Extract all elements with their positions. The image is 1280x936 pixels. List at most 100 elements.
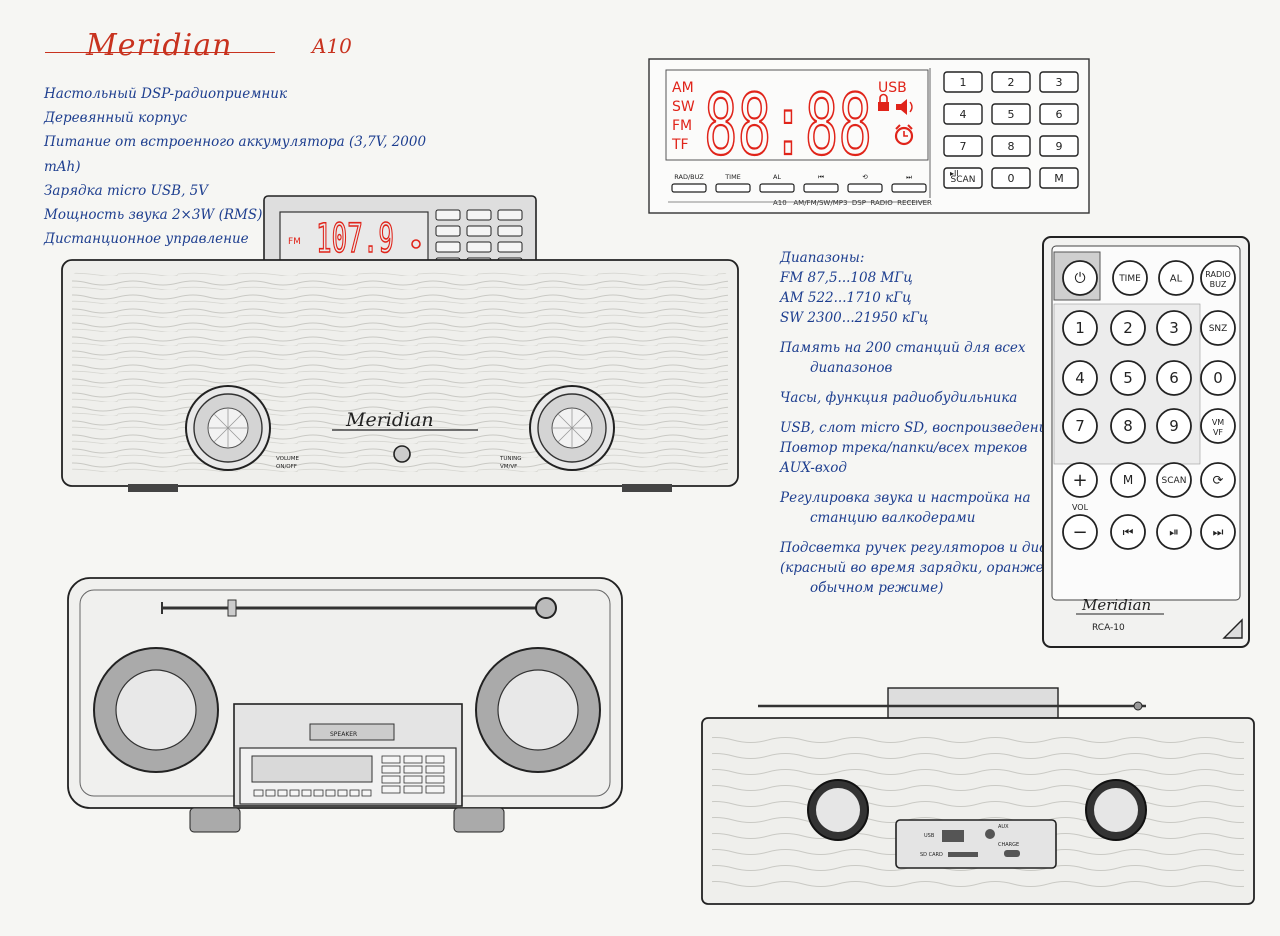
top-row-button[interactable]	[289, 789, 300, 797]
scan-button[interactable]	[1156, 462, 1192, 498]
panel-button[interactable]	[803, 183, 839, 193]
top-key[interactable]	[425, 755, 445, 764]
top-row-button[interactable]	[337, 789, 348, 797]
top-keypad	[253, 755, 445, 797]
top-row-button[interactable]	[361, 789, 372, 797]
digit-button-0[interactable]	[1200, 360, 1236, 396]
front-key[interactable]	[466, 241, 492, 253]
front-key[interactable]	[466, 225, 492, 237]
alarm-clock-icon	[894, 124, 914, 146]
top-key[interactable]	[381, 775, 401, 784]
time-button[interactable]	[1112, 260, 1148, 296]
top-row-button[interactable]	[301, 789, 312, 797]
panel-key[interactable]	[991, 167, 1031, 189]
play-pause-label: ▸II	[950, 169, 959, 178]
panel-key[interactable]	[1039, 135, 1079, 157]
charge-port	[1004, 850, 1020, 857]
top-key[interactable]	[381, 765, 401, 774]
panel-key-label: M	[1054, 172, 1064, 185]
top-key[interactable]	[403, 785, 423, 794]
panel-button[interactable]	[715, 183, 751, 193]
top-row-button[interactable]	[277, 789, 288, 797]
band-range: FM 87,5...108 МГц	[780, 270, 913, 286]
aux-port	[985, 829, 995, 839]
radio-buz-button[interactable]	[1200, 260, 1236, 296]
front-key[interactable]	[435, 241, 461, 253]
top-key[interactable]	[381, 755, 401, 764]
panel-button[interactable]	[759, 183, 795, 193]
panel-key-label: 8	[1008, 140, 1015, 153]
feature-line: USB, слот micro SD, воспроизведение MP3	[780, 420, 1092, 436]
panel-button[interactable]	[671, 183, 707, 193]
next-button[interactable]	[1200, 514, 1236, 550]
panel-key[interactable]	[943, 167, 983, 189]
panel-key[interactable]	[1039, 167, 1079, 189]
front-key[interactable]	[497, 241, 523, 253]
front-key[interactable]	[497, 209, 523, 221]
digit-button-8[interactable]	[1110, 408, 1146, 444]
top-key[interactable]	[381, 785, 401, 794]
back-top-module	[887, 687, 1059, 719]
panel-key[interactable]	[991, 135, 1031, 157]
alarm-button[interactable]	[1158, 260, 1194, 296]
play-pause-button[interactable]	[1156, 514, 1192, 550]
digit-button-3[interactable]	[1156, 310, 1192, 346]
feature-line: обычном режиме)	[810, 580, 944, 596]
previous-button[interactable]	[1110, 514, 1146, 550]
remote-corner	[1222, 618, 1243, 639]
digit-button-1[interactable]	[1062, 310, 1098, 346]
panel-key[interactable]	[943, 71, 983, 93]
top-row-button[interactable]	[253, 789, 264, 797]
digit-button-7[interactable]	[1062, 408, 1098, 444]
module-connector	[309, 723, 395, 741]
volume-down-button[interactable]	[1062, 514, 1098, 550]
front-key[interactable]	[435, 209, 461, 221]
band-label: TF	[671, 137, 689, 153]
top-key[interactable]	[425, 785, 445, 794]
digit-button-6[interactable]	[1156, 360, 1192, 396]
panel-button[interactable]	[847, 183, 883, 193]
snooze-button[interactable]	[1200, 310, 1236, 346]
feature-line: Память на 200 станций для всех	[780, 340, 1026, 356]
panel-key[interactable]	[991, 103, 1031, 125]
top-key[interactable]	[403, 775, 423, 784]
top-key[interactable]	[425, 765, 445, 774]
front-key[interactable]	[435, 225, 461, 237]
panel-button[interactable]	[891, 183, 927, 193]
digit-button-2[interactable]	[1110, 310, 1146, 346]
memory-button[interactable]	[1110, 462, 1146, 498]
connector-label: SPEAKER	[330, 731, 357, 738]
top-row-button[interactable]	[325, 789, 336, 797]
top-row-button[interactable]	[349, 789, 360, 797]
panel-key[interactable]	[1039, 71, 1079, 93]
panel-key[interactable]	[991, 71, 1031, 93]
top-key[interactable]	[403, 755, 423, 764]
top-row-button[interactable]	[313, 789, 324, 797]
wood-grain	[72, 272, 728, 474]
digit-button-5[interactable]	[1110, 360, 1146, 396]
spec-item: Мощность звука 2×3W (RMS)	[44, 207, 263, 224]
speaker-right	[475, 647, 601, 773]
top-key[interactable]	[425, 775, 445, 784]
repeat-button[interactable]	[1200, 462, 1236, 498]
bands-title: Диапазоны:	[780, 250, 865, 266]
vmvf-label: VM/VF	[500, 464, 517, 470]
front-key[interactable]	[497, 225, 523, 237]
lcd-window	[665, 69, 929, 161]
panel-key[interactable]	[943, 103, 983, 125]
top-row-button[interactable]	[265, 789, 276, 797]
volume-up-button[interactable]	[1062, 462, 1098, 498]
vm-vf-button[interactable]	[1200, 408, 1236, 444]
top-key[interactable]	[403, 765, 423, 774]
panel-key[interactable]	[1039, 103, 1079, 125]
feature-line: диапазонов	[810, 360, 893, 376]
digit-button-9[interactable]	[1156, 408, 1192, 444]
digit-button-4[interactable]	[1062, 360, 1098, 396]
feature-line: Часы, функция радиобудильника	[780, 390, 1018, 406]
power-button[interactable]	[1062, 260, 1098, 296]
front-key[interactable]	[466, 209, 492, 221]
snooze-button-label: SNZ	[1209, 324, 1228, 334]
panel-key[interactable]	[943, 135, 983, 157]
spec-list: Настольный DSP-радиоприемник Деревянный …	[44, 82, 464, 251]
